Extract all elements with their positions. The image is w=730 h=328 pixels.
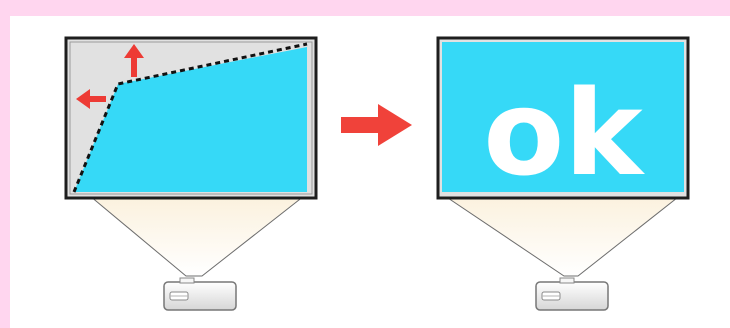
ok-label: ok bbox=[483, 64, 645, 202]
after-scene: ok bbox=[438, 38, 688, 310]
light-cone-left bbox=[90, 196, 304, 276]
before-scene bbox=[66, 38, 316, 310]
right-arrow-icon bbox=[341, 104, 412, 146]
projector-right bbox=[536, 278, 608, 310]
diagram-svg: ok bbox=[10, 16, 730, 328]
light-cone-right bbox=[442, 194, 682, 276]
projector-left bbox=[164, 278, 236, 310]
diagram-canvas: ok bbox=[10, 16, 730, 328]
